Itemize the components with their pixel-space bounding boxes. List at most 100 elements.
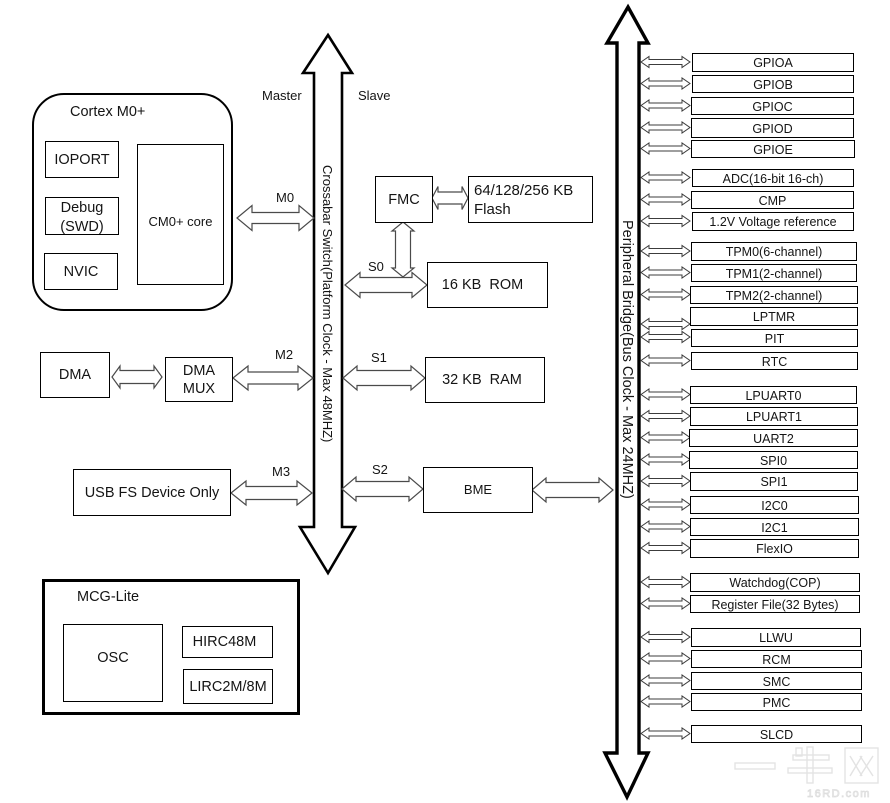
usb-label: USB FS Device Only — [84, 484, 220, 501]
dma-mux-label-line1: DMA — [182, 362, 216, 379]
peripheral-link-arrow-pit — [640, 330, 691, 344]
peripheral-smc: SMC — [691, 672, 862, 690]
peripheral-tpm0: TPM0(6-channel) — [691, 242, 857, 261]
peripheral-gpiob: GPIOB — [692, 75, 854, 93]
peripheral-lpuart0: LPUART0 — [690, 386, 857, 404]
s0-bus-arrow — [344, 271, 428, 299]
m2-port-label: M2 — [275, 347, 294, 362]
peripheral-link-arrow-smc — [640, 674, 691, 687]
peripheral-lpuart1: LPUART1 — [690, 407, 858, 426]
osc-label: OSC — [97, 650, 129, 666]
peripheral-voltage-reference: 1.2V Voltage reference — [692, 212, 854, 231]
s0-port-label: S0 — [368, 259, 384, 274]
m0-port-label: M0 — [276, 190, 295, 205]
debug-label-line2: (SWD) — [60, 219, 104, 235]
peripheral-gpiod: GPIOD — [691, 118, 854, 138]
fmc-to-flash-arrow — [431, 186, 469, 210]
peripheral-uart2: UART2 — [689, 429, 858, 447]
bme-label: BME — [463, 482, 493, 497]
peripheral-gpioe: GPIOE — [691, 140, 855, 158]
s1-port-label: S1 — [371, 350, 387, 365]
crossbar-switch-label: Crossabar Switch(Platform Clock - Max 48… — [320, 165, 335, 443]
peripheral-link-arrow-lpuart0 — [640, 388, 691, 401]
peripheral-link-arrow-watchdog-cop — [640, 575, 691, 589]
peripheral-adc: ADC(16-bit 16-ch) — [692, 169, 854, 187]
peripheral-link-arrow-gpiod — [640, 121, 691, 134]
m0-bus-arrow — [236, 204, 315, 232]
m3-port-label: M3 — [272, 464, 291, 479]
peripheral-gpioa: GPIOA — [692, 53, 854, 72]
peripheral-link-arrow-flexio — [640, 541, 691, 555]
peripheral-pit: PIT — [691, 329, 858, 347]
mcg-lite-title: MCG-Lite — [77, 589, 140, 605]
peripheral-link-arrow-rtc — [640, 354, 691, 367]
dma-to-mux-arrow — [111, 364, 163, 390]
flash-label-line2: Flash — [474, 200, 511, 218]
crossbar-switch-arrow — [297, 32, 358, 576]
ioport-label: IOPORT — [54, 151, 110, 168]
m2-bus-arrow — [232, 364, 314, 392]
cortex-title: Cortex M0+ — [70, 104, 146, 120]
peripheral-cmp: CMP — [691, 191, 854, 209]
nvic-block: NVIC — [44, 253, 118, 290]
peripheral-link-arrow-i2c1 — [640, 520, 691, 533]
peripheral-flexio: FlexIO — [690, 539, 859, 558]
ram-label: 32 KB RAM — [442, 372, 522, 388]
peripheral-tpm1: TPM1(2-channel) — [691, 264, 857, 282]
peripheral-gpioc: GPIOC — [691, 97, 854, 115]
dma-label: DMA — [58, 367, 92, 383]
peripheral-pmc: PMC — [691, 693, 862, 711]
hirc48m-label: HIRC48M — [192, 634, 257, 650]
peripheral-tpm2: TPM2(2-channel) — [690, 286, 858, 304]
nvic-label: NVIC — [63, 263, 99, 280]
s2-bus-arrow — [341, 475, 424, 503]
dma-block: DMA — [40, 352, 110, 398]
peripheral-rcm: RCM — [691, 650, 862, 668]
s2-port-label: S2 — [372, 462, 388, 477]
dma-mux-block: DMA MUX — [165, 357, 233, 402]
peripheral-link-arrow-tpm1-2-channel — [640, 266, 691, 279]
peripheral-link-arrow-lpuart1 — [640, 409, 691, 423]
flash-block: 64/128/256 KB Flash — [468, 176, 593, 223]
debug-label-line1: Debug — [60, 200, 104, 216]
peripheral-link-arrow-spi0 — [640, 453, 691, 466]
peripheral-link-arrow-adc-16-bit-16-ch — [640, 171, 691, 184]
peripheral-link-arrow-lptmr — [640, 317, 691, 331]
peripheral-spi0: SPI0 — [689, 451, 858, 469]
peripheral-link-arrow-rcm — [640, 652, 691, 665]
peripheral-i2c1: I2C1 — [690, 518, 859, 536]
peripheral-link-arrow-gpioc — [640, 99, 691, 112]
s1-bus-arrow — [342, 364, 426, 392]
peripheral-link-arrow-cmp — [640, 193, 691, 206]
fmc-block: FMC — [375, 176, 433, 223]
lirc-block: LIRC2M/8M — [183, 669, 273, 704]
peripheral-llwu: LLWU — [691, 628, 861, 647]
peripheral-link-arrow-gpioa — [640, 55, 691, 69]
osc-block: OSC — [63, 624, 163, 702]
peripheral-link-arrow-gpioe — [640, 142, 691, 155]
peripheral-link-arrow-register-file-32-bytes — [640, 597, 691, 610]
cm0-core-label: CM0+ core — [148, 213, 213, 229]
peripheral-slcd: SLCD — [691, 725, 862, 743]
peripheral-i2c0: I2C0 — [690, 496, 859, 514]
peripheral-link-arrow-i2c0 — [640, 498, 691, 511]
rom-block: 16 KB ROM — [427, 262, 548, 308]
ram-block: 32 KB RAM — [425, 357, 545, 403]
rom-label: 16 KB ROM — [441, 277, 524, 293]
master-side-label: Master — [262, 88, 302, 103]
peripheral-link-arrow-tpm0-6-channel — [640, 244, 691, 258]
peripheral-bridge-label: Peripheral Bridge(Bus Clock - Max 24MHZ) — [619, 220, 635, 499]
dma-mux-label-line2: MUX — [182, 380, 216, 397]
cm0-core-block: CM0+ core — [137, 144, 224, 285]
m3-bus-arrow — [230, 479, 313, 507]
peripheral-link-arrow-llwu — [640, 630, 691, 644]
bme-block: BME — [423, 467, 533, 513]
peripheral-link-arrow-tpm2-2-channel — [640, 288, 691, 301]
peripheral-link-arrow-slcd — [640, 727, 691, 740]
fmc-label: FMC — [388, 191, 420, 208]
hirc48m-block: HIRC48M — [182, 626, 273, 658]
peripheral-link-arrow-gpiob — [640, 77, 691, 90]
bme-to-bridge-arrow — [531, 476, 614, 504]
